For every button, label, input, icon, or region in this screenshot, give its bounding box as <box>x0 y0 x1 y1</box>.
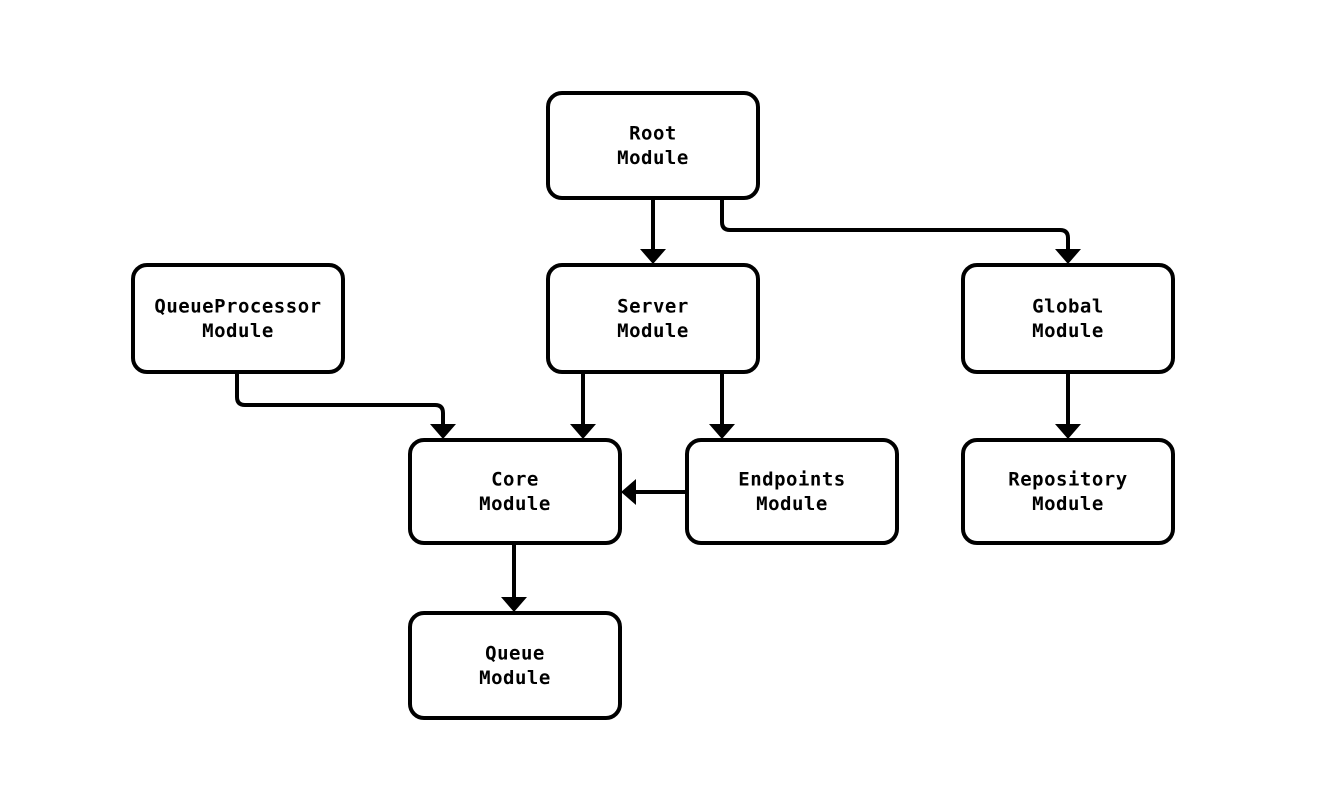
edge-endpoints-to-core <box>621 479 687 505</box>
queueprocessor-module-node-box[interactable] <box>131 263 345 374</box>
edge-core-to-queue-arrowhead <box>501 597 527 612</box>
edge-root-to-global <box>720 198 1081 264</box>
edge-global-to-repository <box>1055 372 1081 439</box>
server-module-node-box[interactable] <box>546 263 760 374</box>
root-module-node-label-line1: Root <box>629 122 677 144</box>
edge-server-to-core <box>570 372 596 439</box>
edge-server-to-endpoints-arrowhead <box>709 424 735 439</box>
core-module-node-box[interactable] <box>408 438 622 545</box>
repository-module-node-label-line1: Repository <box>1008 468 1127 490</box>
root-module-node-box[interactable] <box>546 91 760 200</box>
core-module-node-label-line2: Module <box>479 493 551 515</box>
endpoints-module-node-label-line2: Module <box>756 493 828 515</box>
edge-server-to-endpoints <box>709 372 735 439</box>
repository-module-node-box[interactable] <box>961 438 1175 545</box>
queueprocessor-module-node-label-line1: QueueProcessor <box>154 295 321 317</box>
endpoints-module-node-label-line1: Endpoints <box>738 468 845 490</box>
edge-queueprocessor-to-core <box>235 372 456 439</box>
core-module-node-label-line1: Core <box>491 468 539 490</box>
edge-root-to-global-line <box>720 198 1070 252</box>
edge-core-to-queue <box>501 543 527 612</box>
global-module-node-box[interactable] <box>961 263 1175 374</box>
server-module-node-label-line2: Module <box>617 320 689 342</box>
queue-module-node-box[interactable] <box>408 611 622 720</box>
edge-endpoints-to-core-arrowhead <box>621 479 636 505</box>
edge-global-to-repository-arrowhead <box>1055 424 1081 439</box>
edge-queueprocessor-to-core-line <box>235 372 445 427</box>
queue-module-node-label-line1: Queue <box>485 642 545 664</box>
edges-layer <box>235 198 1081 612</box>
endpoints-module-node-box[interactable] <box>685 438 899 545</box>
edge-root-to-server-arrowhead <box>640 249 666 264</box>
edge-queueprocessor-to-core-arrowhead <box>430 424 456 439</box>
repository-module-node-label-line2: Module <box>1032 493 1104 515</box>
global-module-node-label-line2: Module <box>1032 320 1104 342</box>
edge-root-to-global-arrowhead <box>1055 249 1081 264</box>
server-module-node-label-line1: Server <box>617 295 689 317</box>
queueprocessor-module-node-label-line2: Module <box>202 320 274 342</box>
root-module-node-label-line2: Module <box>617 147 689 169</box>
edge-root-to-server <box>640 198 666 264</box>
edge-server-to-core-arrowhead <box>570 424 596 439</box>
queue-module-node-label-line2: Module <box>479 667 551 689</box>
global-module-node-label-line1: Global <box>1032 295 1104 317</box>
